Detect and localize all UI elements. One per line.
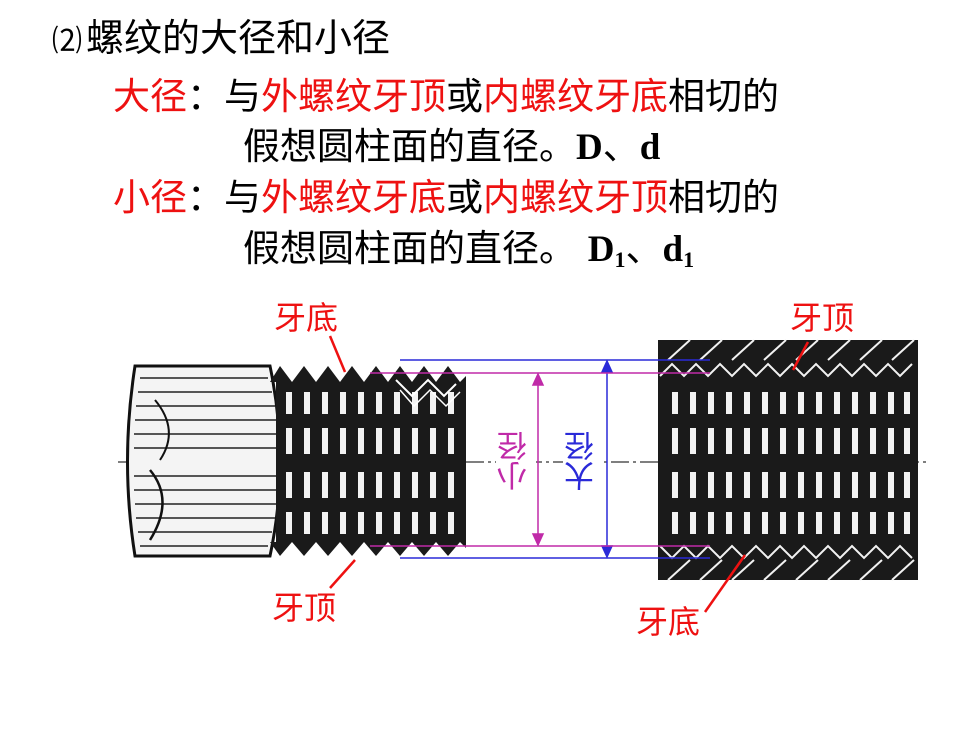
section-title: ⑵螺纹的大径和小径	[52, 14, 390, 66]
minor-diameter-line1: 小径：与外螺纹牙底或内螺纹牙顶相切的	[113, 175, 779, 221]
label-crest-right: 牙顶	[790, 299, 855, 337]
minor-symbol-d: d	[662, 229, 684, 270]
major-term: 大径	[113, 75, 187, 118]
minor-diameter-dimension	[370, 372, 710, 547]
external-thread-shank	[126, 364, 282, 558]
major-diameter-dimension	[400, 359, 710, 559]
minor-dim-label: 小径	[498, 431, 533, 491]
major-separator: 、	[602, 125, 640, 168]
minor-symbol-D: D	[587, 229, 615, 270]
minor-symbol-d1: d1	[662, 229, 695, 272]
label-root-left: 牙底	[274, 299, 339, 337]
leader-root-right	[703, 554, 747, 613]
major-symbol-D: D	[576, 127, 603, 168]
label-crest-left: 牙顶	[272, 589, 337, 627]
label-root-right: 牙底	[636, 603, 701, 641]
minor-colon: ：	[187, 176, 224, 219]
major-colon: ：	[187, 75, 224, 118]
minor-subscript-D: 1	[614, 247, 626, 272]
minor-symbol-D1: D1	[587, 229, 626, 272]
major-internal-root: 内螺纹牙底	[483, 75, 668, 118]
minor-dim-label-bg: 小径	[496, 425, 536, 497]
minor-external-root: 外螺纹牙底	[261, 176, 446, 219]
leader-root-left	[328, 335, 347, 373]
leader-crest-left	[329, 559, 356, 589]
section-number: ⑵	[52, 24, 82, 59]
major-dim-label: 大径	[565, 431, 600, 491]
major-tail: 相切的	[668, 75, 779, 118]
major-definition: 假想圆柱面的直径。	[243, 125, 576, 168]
minor-tail: 相切的	[668, 176, 779, 219]
major-or: 或	[446, 75, 483, 118]
major-diameter-line1: 大径：与外螺纹牙顶或内螺纹牙底相切的	[113, 74, 779, 120]
major-prefix: 与	[224, 75, 261, 118]
leader-crest-right	[791, 341, 810, 371]
minor-prefix: 与	[224, 176, 261, 219]
minor-or: 或	[446, 176, 483, 219]
minor-subscript-d: 1	[683, 247, 695, 272]
major-diameter-line2: 假想圆柱面的直径。D、d	[243, 124, 660, 171]
minor-definition: 假想圆柱面的直径。	[243, 227, 576, 270]
major-external-crest: 外螺纹牙顶	[261, 75, 446, 118]
section-title-text: 螺纹的大径和小径	[86, 16, 391, 60]
minor-internal-crest: 内螺纹牙顶	[483, 176, 668, 219]
internal-thread	[658, 339, 918, 581]
major-dim-label-bg: 大径	[563, 425, 603, 497]
minor-separator: 、	[625, 227, 663, 270]
major-symbol-d: d	[639, 127, 661, 168]
minor-diameter-line2: 假想圆柱面的直径。 D1、d1	[243, 226, 694, 283]
minor-term: 小径	[113, 176, 187, 219]
external-thread	[270, 366, 466, 556]
